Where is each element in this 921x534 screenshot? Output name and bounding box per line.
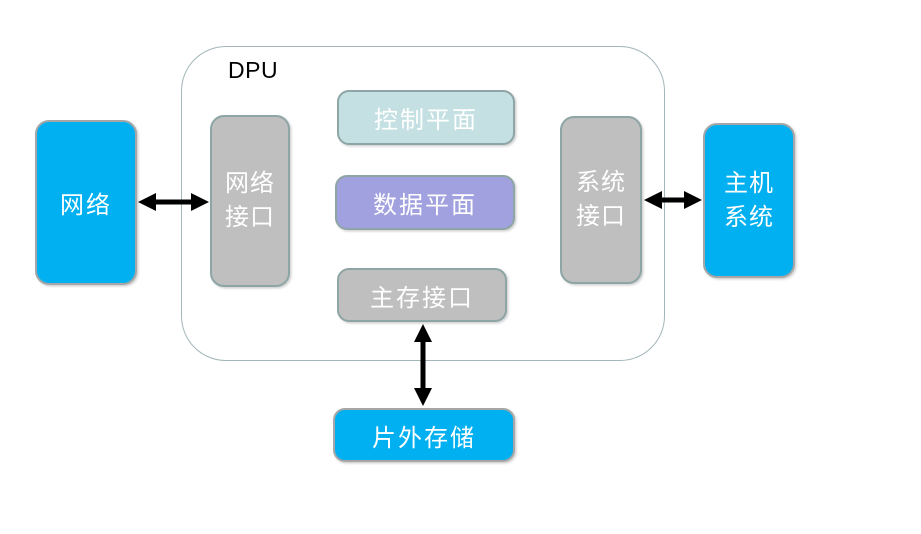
- node-offchip-storage: 片外存储: [333, 408, 515, 462]
- node-control-plane-label: 控制平面: [374, 108, 478, 134]
- node-data-plane: 数据平面: [335, 175, 515, 230]
- node-data-plane-label: 数据平面: [373, 193, 477, 219]
- node-memory-interface: 主存接口: [337, 268, 507, 322]
- node-control-plane: 控制平面: [337, 90, 515, 145]
- node-network-interface-label: 网络接口: [225, 171, 275, 231]
- node-system-interface-label: 系统接口: [576, 170, 626, 230]
- node-memory-interface-label: 主存接口: [370, 285, 474, 312]
- node-offchip-storage-label: 片外存储: [372, 425, 476, 452]
- node-network-label: 网络: [60, 193, 112, 219]
- node-host-system: 主机系统: [703, 123, 795, 278]
- node-network-interface: 网络接口: [210, 115, 290, 287]
- node-host-system-label: 主机系统: [724, 170, 774, 231]
- dpu-container-label: DPU: [228, 57, 279, 83]
- node-system-interface: 系统接口: [560, 116, 642, 284]
- node-network: 网络: [35, 120, 137, 285]
